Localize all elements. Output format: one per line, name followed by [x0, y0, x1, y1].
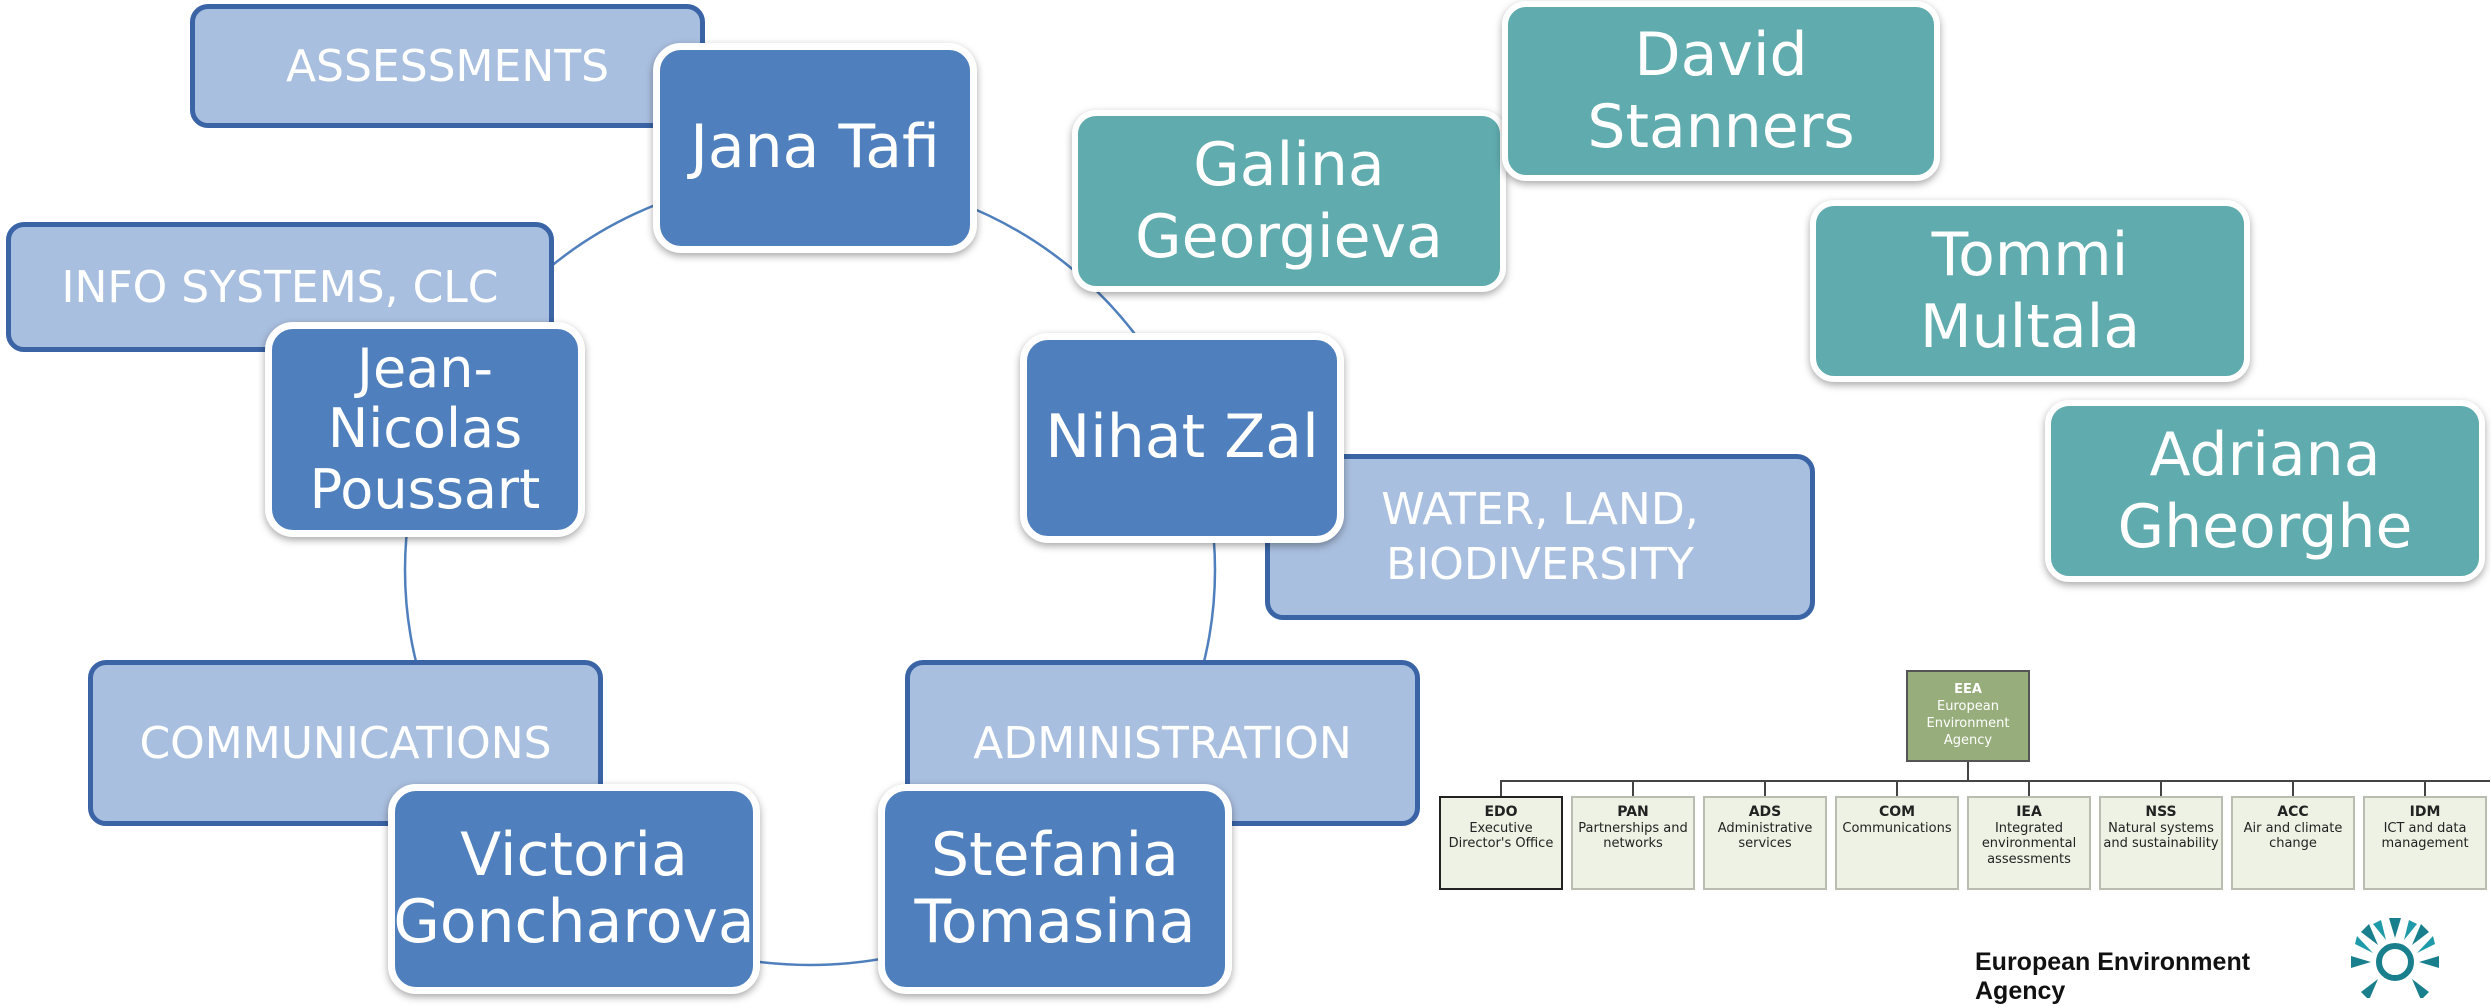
org-unit-name: Partnerships and networks: [1578, 820, 1688, 852]
org-unit-code: COM: [1878, 804, 1916, 820]
org-unit-name: Integrated environmental assessments: [1981, 820, 2077, 867]
dept-administration: ADMINISTRATION: [905, 660, 1420, 826]
dept-assessments: ASSESSMENTS: [190, 4, 705, 128]
org-unit-code: NSS: [2145, 804, 2177, 820]
org-chart-connector: [1896, 780, 1898, 796]
org-chart-connector: [1967, 762, 1969, 781]
org-chart-connector: [1500, 780, 2490, 782]
person-david-stanners: David Stanners: [1502, 1, 1940, 181]
org-chart-eea-name: European Environment Agency: [1926, 699, 2010, 748]
org-unit-code: PAN: [1617, 804, 1649, 820]
org-unit-name: Administrative services: [1717, 820, 1813, 852]
org-unit-name: Communications: [1842, 820, 1952, 836]
person-tommi-multala: Tommi Multala: [1810, 200, 2250, 382]
eea-logo-icon: [2351, 918, 2439, 998]
agency-name-label: European Environment Agency: [1975, 948, 2251, 1005]
dept-water-land-biodiversity: WATER, LAND, BIODIVERSITY: [1265, 454, 1815, 620]
org-unit-name: Executive Director's Office: [1448, 820, 1554, 852]
org-unit-code: EDO: [1484, 804, 1518, 820]
org-chart-eea-box: EEA European Environment Agency: [1906, 670, 2030, 762]
org-unit-name: Air and climate change: [2243, 820, 2343, 852]
org-chart-connector: [2292, 780, 2294, 796]
org-chart-connector: [2424, 780, 2426, 796]
org-unit-code: ACC: [2277, 804, 2309, 820]
org-chart-connector: [1632, 780, 1634, 796]
org-chart-connector: [1764, 780, 1766, 796]
person-nihat-zal: Nihat Zal: [1020, 333, 1344, 543]
person-victoria-goncharova: Victoria Goncharova: [388, 784, 760, 994]
org-chart-connector: [2028, 780, 2030, 796]
person-jana-tafi: Jana Tafi: [653, 43, 977, 253]
person-adriana-gheorghe: Adriana Gheorghe: [2045, 400, 2485, 582]
person-galina-georgieva: Galina Georgieva: [1072, 110, 1506, 292]
org-chart-connector: [1500, 780, 1502, 796]
person-jean-nicolas-poussart: Jean- Nicolas Poussart: [265, 322, 585, 537]
org-unit-code: IEA: [2016, 804, 2042, 820]
org-unit-name: ICT and data management: [2381, 820, 2469, 852]
org-chart-connector: [2160, 780, 2162, 796]
org-unit-code: IDM: [2409, 804, 2441, 820]
person-stefania-tomasina: Stefania Tomasina: [878, 784, 1232, 994]
org-chart-eea-code: EEA: [1954, 682, 1982, 698]
org-unit-code: ADS: [1748, 804, 1782, 820]
org-unit-name: Natural systems and sustainability: [2103, 820, 2219, 852]
